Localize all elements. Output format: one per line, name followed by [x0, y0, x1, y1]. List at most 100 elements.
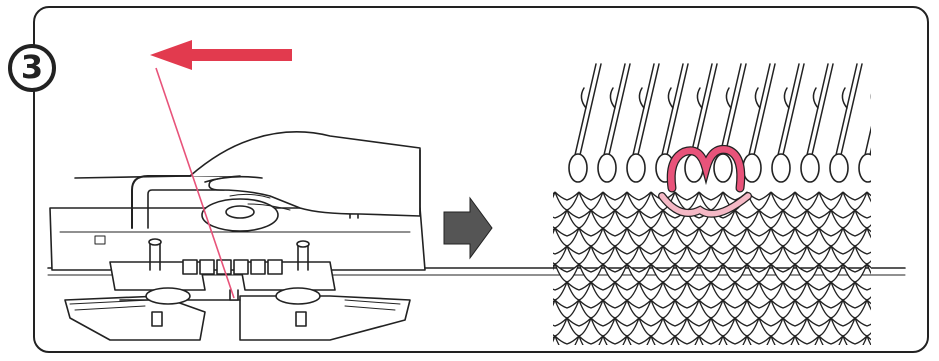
knit-stitch: [603, 300, 627, 318]
knit-stitch: [675, 264, 699, 282]
knit-stitch: [831, 210, 855, 228]
knit-stitch: [747, 300, 771, 318]
knit-stitch: [579, 300, 603, 318]
knit-stitch: [579, 264, 603, 282]
knit-stitch: [783, 210, 807, 228]
needle-latch: [581, 88, 586, 108]
knit-stitch: [723, 336, 747, 354]
knit-stitch: [819, 228, 843, 246]
knit-stitch: [675, 300, 699, 318]
knit-stitch: [843, 300, 867, 318]
needle-latch: [871, 88, 876, 108]
knit-stitch: [819, 264, 843, 282]
knit-stitch: [591, 282, 615, 300]
knit-stitch: [879, 282, 903, 300]
knit-stitch: [567, 246, 591, 264]
knit-stitch: [759, 318, 783, 336]
knit-stitch: [735, 318, 759, 336]
knit-stitch: [639, 246, 663, 264]
knit-stitch: [735, 246, 759, 264]
knit-stitch: [627, 300, 651, 318]
knit-stitch: [783, 282, 807, 300]
stitch-loop: [714, 154, 732, 182]
knit-stitch: [579, 192, 603, 210]
stitch-loop: [743, 154, 761, 182]
knit-stitch: [711, 282, 735, 300]
knit-stitch: [831, 282, 855, 300]
needle: [833, 64, 862, 168]
knit-stitch: [543, 318, 567, 336]
stitch-loop: [801, 154, 819, 182]
knit-stitch: [795, 300, 819, 318]
knit-stitch: [579, 228, 603, 246]
knit-stitch: [723, 228, 747, 246]
knit-stitch: [603, 228, 627, 246]
knit-stitch: [771, 336, 795, 354]
knit-stitch: [771, 264, 795, 282]
knit-stitch: [819, 192, 843, 210]
knit-stitch: [843, 228, 867, 246]
knit-stitch: [687, 318, 711, 336]
stitch-loop: [569, 154, 587, 182]
knit-stitch: [615, 210, 639, 228]
knit-stitch: [879, 246, 903, 264]
knit-stitch: [627, 228, 651, 246]
knit-stitch: [615, 282, 639, 300]
knit-stitch: [567, 282, 591, 300]
needle-latch: [784, 88, 789, 108]
needle-latch: [726, 88, 731, 108]
knit-stitch: [819, 336, 843, 354]
knit-stitch: [807, 210, 831, 228]
knit-stitch: [735, 210, 759, 228]
knit-stitch: [639, 210, 663, 228]
knit-stitch: [555, 336, 579, 354]
knit-stitch: [543, 210, 567, 228]
knit-stitch: [543, 282, 567, 300]
knit-stitch: [867, 264, 891, 282]
knit-stitch: [699, 228, 723, 246]
knit-stitch: [591, 246, 615, 264]
knit-stitch: [795, 192, 819, 210]
stitch-loop: [598, 154, 616, 182]
knit-stitch: [603, 192, 627, 210]
knit-stitch: [807, 318, 831, 336]
needle: [630, 64, 659, 168]
knit-stitch: [639, 282, 663, 300]
needle-latch: [697, 88, 702, 108]
knit-stitch: [651, 300, 675, 318]
needle-latch: [842, 88, 847, 108]
knit-stitch: [783, 318, 807, 336]
needle: [572, 64, 601, 168]
knit-stitch: [639, 318, 663, 336]
knit-stitch: [747, 228, 771, 246]
knit-stitch: [711, 318, 735, 336]
stitch-loop: [772, 154, 790, 182]
knit-stitch: [795, 228, 819, 246]
needle: [862, 64, 891, 168]
knit-stitch: [663, 318, 687, 336]
knit-stitch: [627, 192, 651, 210]
knit-stitch: [771, 192, 795, 210]
knit-stitch: [615, 318, 639, 336]
knit-stitch: [615, 246, 639, 264]
stitch-loop: [830, 154, 848, 182]
knit-stitch: [795, 336, 819, 354]
knit-stitch: [735, 282, 759, 300]
needle-latch: [813, 88, 818, 108]
needle-latch: [668, 88, 673, 108]
knit-stitch: [747, 264, 771, 282]
knit-stitch: [807, 282, 831, 300]
knit-stitch: [831, 318, 855, 336]
stitch-detail-illustration: [531, 64, 903, 354]
knit-stitch: [663, 246, 687, 264]
right-arrow-icon: [444, 198, 492, 258]
knit-stitch: [531, 300, 555, 318]
knit-stitch: [795, 264, 819, 282]
knit-stitch: [651, 336, 675, 354]
needle-latch: [755, 88, 760, 108]
needle-latch: [639, 88, 644, 108]
knit-stitch: [567, 210, 591, 228]
knit-stitch: [555, 228, 579, 246]
